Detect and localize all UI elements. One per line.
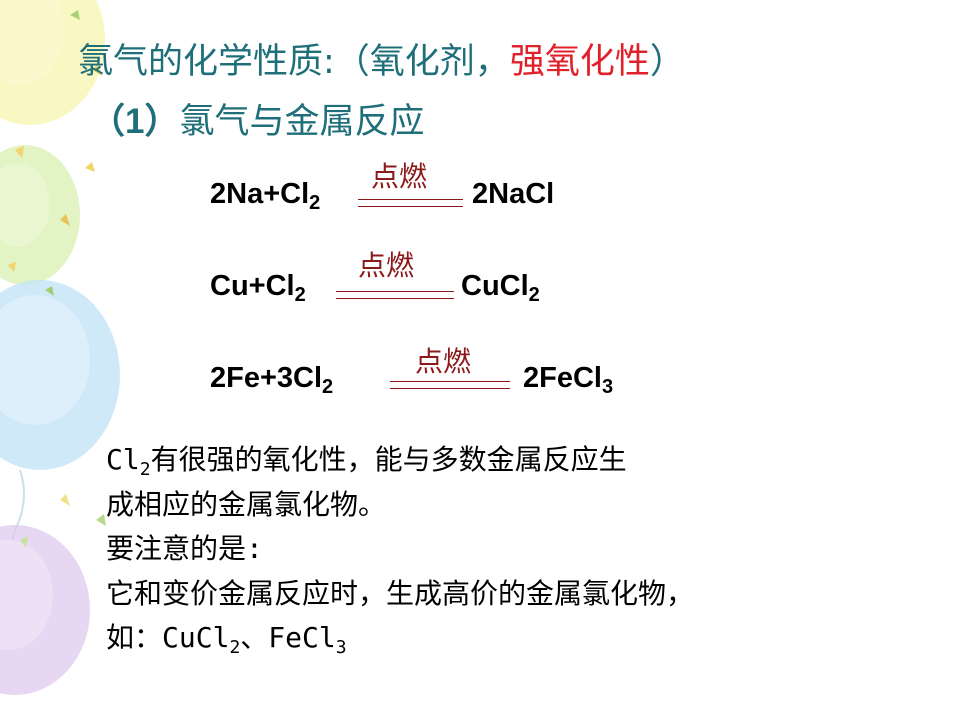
confetti-shape <box>20 536 28 548</box>
equation-2-right: CuCl <box>461 270 529 302</box>
title-main: 氯气的化学性质:（ <box>78 42 370 82</box>
equation-3-left: 2Fe+3Cl <box>210 362 323 394</box>
equation-2-double-line <box>336 291 454 299</box>
equation-2-left-subscript: 2 <box>294 284 306 306</box>
explanation-text: Cl2有很强的氧化性，能与多数金属反应生 成相应的金属氯化物。 要注意的是: 它… <box>106 438 694 661</box>
purple-balloon-highlight <box>0 540 53 650</box>
confetti-shape <box>60 494 70 506</box>
equation-2-right-subscript: 2 <box>528 284 540 306</box>
equation-3-right: 2FeCl <box>523 362 602 394</box>
example-fecl-subscript: 3 <box>335 637 347 658</box>
explanation-line-2: 成相应的金属氯化物。 <box>106 487 387 521</box>
equation-3-double-line <box>390 381 510 389</box>
explanation-line-5: 如：CuCl2、FeCl3 <box>106 616 694 661</box>
equation-3-condition: 点燃 <box>415 345 472 378</box>
explanation-line-1-text: 有很强的氧化性，能与多数金属反应生 <box>150 443 627 476</box>
equation-1-condition: 点燃 <box>371 160 428 193</box>
confetti-shape <box>60 214 70 226</box>
equation-3-reactants: 2Fe+3Cl2 <box>210 362 334 398</box>
section-heading: （1）氯气与金属反应 <box>90 98 424 146</box>
confetti-shape <box>92 64 102 76</box>
equation-2-reactants: Cu+Cl2 <box>210 270 306 306</box>
confetti-shape <box>85 162 95 172</box>
explanation-line-4: 它和变价金属反应时，生成高价的金属氯化物， <box>106 576 695 610</box>
explanation-line-1: Cl2有很强的氧化性，能与多数金属反应生 <box>106 438 694 483</box>
confetti-shape <box>45 286 54 296</box>
title-strong-oxidizing: 强氧化性 <box>509 42 650 82</box>
confetti-shape <box>70 10 80 20</box>
example-cucl-text: 如：CuCl <box>106 621 230 654</box>
title-close-paren: ） <box>649 42 685 82</box>
slide-title: 氯气的化学性质:（氧化剂，强氧化性） <box>78 38 685 86</box>
blue-balloon-highlight <box>0 295 90 425</box>
example-fecl-text: 、FeCl <box>240 621 336 654</box>
equation-3-product: 2FeCl3 <box>523 362 614 398</box>
equation-1-left: 2Na+Cl <box>210 178 310 210</box>
confetti-shape <box>15 146 24 158</box>
yellow-balloon-highlight <box>0 0 65 85</box>
example-cucl-subscript: 2 <box>229 637 241 658</box>
equation-3-right-subscript: 3 <box>601 376 614 398</box>
chlorine-subscript: 2 <box>139 459 151 480</box>
equation-1-right: 2NaCl <box>472 178 555 210</box>
equation-1-reactants: 2Na+Cl2 <box>210 178 321 214</box>
equation-2-product: CuCl2 <box>461 270 540 306</box>
chlorine-formula: Cl <box>106 443 140 476</box>
equation-1-left-subscript: 2 <box>309 192 321 214</box>
equation-2-condition: 点燃 <box>358 249 415 282</box>
explanation-line-3: 要注意的是: <box>106 532 263 565</box>
equation-2-left: Cu+Cl <box>210 270 295 302</box>
title-oxidant: 氧化剂， <box>369 42 510 82</box>
section-heading-text: 氯气与金属反应 <box>179 102 425 142</box>
green-balloon-highlight <box>0 163 50 247</box>
equation-1-product: 2NaCl <box>472 178 554 211</box>
equation-3-left-subscript: 2 <box>322 376 334 398</box>
confetti-shape <box>8 262 16 272</box>
equation-1-double-line <box>358 199 463 207</box>
section-number: （1） <box>90 102 180 141</box>
confetti-shape <box>96 514 106 526</box>
